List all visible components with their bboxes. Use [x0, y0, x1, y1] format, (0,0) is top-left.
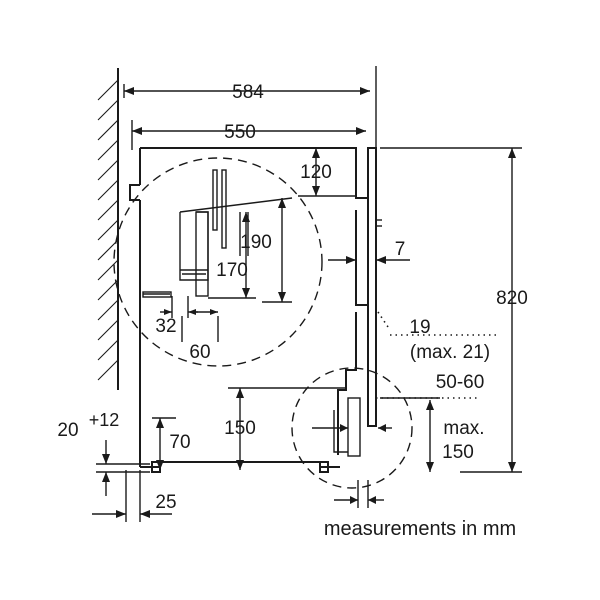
dimension-32: [160, 296, 198, 318]
label-60: 60: [189, 342, 210, 363]
label-7: 7: [395, 239, 406, 260]
label-20: 20: [57, 420, 78, 441]
label-plus-12: +12: [89, 410, 120, 430]
caption: measurements in mm: [324, 518, 516, 540]
detail-circle-top: [113, 157, 323, 367]
label-820: 820: [496, 288, 528, 309]
wall: [97, 68, 119, 390]
label-150: 150: [224, 418, 256, 439]
label-584: 584: [232, 82, 264, 103]
label-120: 120: [300, 162, 332, 183]
dimension-7: [328, 256, 410, 264]
dimension-60: [181, 309, 219, 342]
label-max-150: 150: [442, 442, 474, 463]
label-70: 70: [169, 432, 190, 453]
label-max: max.: [443, 418, 484, 439]
dimension-170: [208, 212, 256, 299]
label-25: 25: [155, 492, 176, 513]
dimension-25: [92, 470, 172, 522]
dimension-190: [179, 197, 293, 303]
label-550: 550: [224, 122, 256, 143]
label-170: 170: [216, 260, 248, 281]
dimension-584: [123, 66, 377, 150]
dimension-20-plus-12: [96, 440, 150, 496]
label-190: 190: [240, 232, 272, 253]
detail-circle-bottom: [291, 367, 413, 489]
dimension-max-150: [380, 397, 440, 472]
toe-kick-detail: [312, 397, 392, 457]
dimension-550: [131, 120, 366, 150]
dimension-70: [152, 417, 176, 470]
label-max-21: (max. 21): [410, 342, 490, 363]
hose-detail: [142, 169, 249, 298]
label-19: 19: [409, 317, 430, 338]
dimension-door-bottom: [334, 480, 384, 508]
label-50-60: 50-60: [436, 372, 485, 393]
dimension-19: [377, 311, 500, 336]
dimension-150: [228, 387, 346, 470]
label-32: 32: [155, 316, 176, 337]
dimension-120: [298, 148, 356, 197]
dimension-820: [380, 147, 522, 473]
